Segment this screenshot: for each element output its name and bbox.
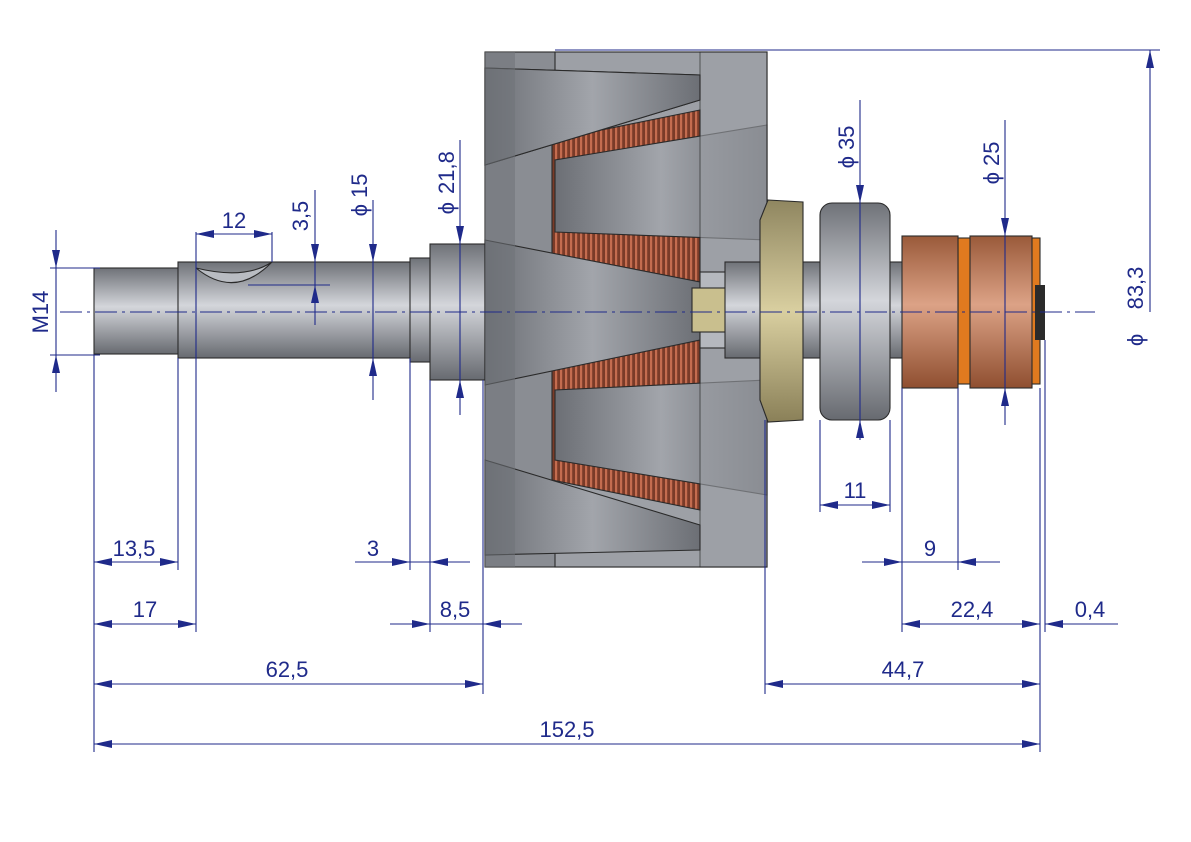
dim-62-5: 62,5 <box>266 657 309 682</box>
rotor-part <box>93 51 1045 568</box>
dimension-labels: M14 12 3,5 ϕ 15 ϕ 21,8 ϕ 35 ϕ 25 ϕ 83,3 … <box>28 126 1148 742</box>
dim-13-5: 13,5 <box>113 536 156 561</box>
dim-dia-21-8: ϕ 21,8 <box>434 151 459 214</box>
dim-keyway-length: 12 <box>222 208 246 233</box>
dim-152-5: 152,5 <box>539 717 594 742</box>
dim-9: 9 <box>924 536 936 561</box>
dim-dia-15-value: 15 <box>347 174 372 198</box>
dim-44-7: 44,7 <box>882 657 925 682</box>
dim-dia-35: ϕ 35 <box>834 126 859 169</box>
diameter-symbol: ϕ <box>1123 334 1148 346</box>
fan-plate <box>759 199 804 423</box>
dim-dia-15: ϕ 15 <box>347 174 372 217</box>
dim-dia-25: ϕ 25 <box>979 142 1004 185</box>
dim-thread-label: M14 <box>28 291 53 334</box>
shaft-collar <box>409 257 433 363</box>
dim-11: 11 <box>844 478 867 503</box>
diameter-symbol: ϕ <box>834 156 859 168</box>
dim-8-5: 8,5 <box>440 597 471 622</box>
diameter-symbol: ϕ <box>434 202 459 214</box>
dimension-lines <box>50 49 1160 752</box>
winding-terminal <box>691 287 728 333</box>
keyway-groove <box>195 261 273 284</box>
dim-dia-21-8-value: 21,8 <box>434 151 459 194</box>
dim-22-4: 22,4 <box>951 597 994 622</box>
dim-dia-83-3: ϕ 83,3 <box>1123 267 1148 347</box>
dim-17: 17 <box>133 597 157 622</box>
dim-dia-25-value: 25 <box>979 142 1004 166</box>
diameter-symbol: ϕ <box>347 204 372 216</box>
thread-section <box>93 267 181 355</box>
dim-dia-83-3-value: 83,3 <box>1123 267 1148 310</box>
dim-0-4: 0,4 <box>1075 597 1106 622</box>
dim-keyway-depth: 3,5 <box>288 201 313 232</box>
dim-3: 3 <box>367 536 379 561</box>
diameter-symbol: ϕ <box>979 172 1004 184</box>
bearing-35 <box>819 202 891 421</box>
dim-dia-35-value: 35 <box>834 126 859 150</box>
